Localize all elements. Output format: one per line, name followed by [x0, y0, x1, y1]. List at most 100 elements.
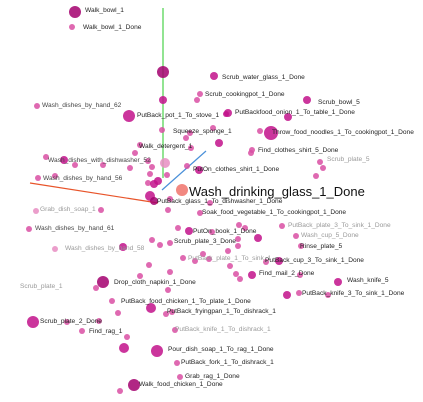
data-point[interactable]: [33, 208, 39, 214]
data-point[interactable]: [284, 113, 292, 121]
data-point[interactable]: [167, 240, 173, 246]
data-point[interactable]: [52, 173, 58, 179]
data-point[interactable]: [96, 318, 102, 324]
data-point[interactable]: [195, 166, 203, 174]
data-point[interactable]: [235, 236, 241, 242]
data-point[interactable]: [127, 165, 133, 171]
data-point[interactable]: [137, 142, 143, 148]
data-point[interactable]: [187, 130, 193, 136]
data-point[interactable]: [235, 243, 241, 249]
data-point[interactable]: [119, 243, 127, 251]
data-point[interactable]: [109, 298, 115, 304]
data-point[interactable]: [184, 163, 190, 169]
data-point[interactable]: [149, 164, 155, 170]
data-point[interactable]: [60, 156, 68, 164]
data-point[interactable]: [172, 327, 178, 333]
data-point[interactable]: [52, 246, 58, 252]
data-point[interactable]: [163, 311, 169, 317]
data-point[interactable]: [159, 127, 165, 133]
data-point[interactable]: [194, 97, 200, 103]
data-point[interactable]: [183, 135, 189, 141]
data-point[interactable]: [100, 162, 106, 168]
data-point[interactable]: [227, 263, 233, 269]
data-point[interactable]: [124, 334, 130, 340]
data-point[interactable]: [132, 150, 138, 156]
data-point[interactable]: [150, 197, 158, 205]
data-point[interactable]: [43, 154, 49, 160]
data-point[interactable]: [154, 177, 162, 185]
data-point[interactable]: [207, 200, 213, 206]
data-point[interactable]: [293, 233, 299, 239]
data-point[interactable]: [69, 24, 75, 30]
data-point[interactable]: [159, 96, 167, 104]
data-point[interactable]: [192, 258, 198, 264]
data-point[interactable]: [210, 72, 218, 80]
data-point[interactable]: [296, 290, 302, 296]
data-point[interactable]: [257, 128, 263, 134]
data-point[interactable]: [35, 175, 41, 181]
data-point[interactable]: [264, 126, 278, 140]
data-point[interactable]: [334, 278, 342, 286]
data-point[interactable]: [115, 310, 121, 316]
data-point[interactable]: [248, 150, 254, 156]
data-point[interactable]: [175, 225, 181, 231]
data-point[interactable]: [174, 360, 180, 366]
data-point[interactable]: [325, 292, 331, 298]
data-point[interactable]: [165, 207, 171, 213]
data-point[interactable]: [209, 229, 215, 235]
data-point[interactable]: [317, 159, 323, 165]
data-point[interactable]: [185, 227, 193, 235]
data-point[interactable]: [123, 110, 135, 122]
data-point[interactable]: [197, 91, 203, 97]
data-point[interactable]: [225, 248, 231, 254]
data-point[interactable]: [254, 234, 262, 242]
data-point[interactable]: [215, 139, 223, 147]
data-point[interactable]: [34, 103, 40, 109]
data-point[interactable]: [188, 145, 194, 151]
data-point[interactable]: [137, 273, 143, 279]
data-point[interactable]: [119, 343, 129, 353]
data-point[interactable]: [164, 172, 170, 178]
data-point[interactable]: [98, 207, 104, 213]
data-point[interactable]: [72, 162, 78, 168]
data-point[interactable]: [27, 316, 39, 328]
data-point[interactable]: [64, 319, 70, 325]
data-point[interactable]: [176, 184, 188, 196]
data-point[interactable]: [320, 165, 326, 171]
data-point[interactable]: [117, 388, 123, 394]
data-point[interactable]: [206, 256, 212, 262]
data-point[interactable]: [275, 257, 283, 265]
data-point[interactable]: [303, 96, 311, 104]
data-point[interactable]: [233, 271, 239, 277]
data-point[interactable]: [167, 269, 173, 275]
data-point[interactable]: [69, 6, 81, 18]
data-point[interactable]: [157, 66, 169, 78]
data-point[interactable]: [197, 210, 203, 216]
data-point[interactable]: [297, 272, 303, 278]
data-point[interactable]: [180, 255, 186, 261]
data-point[interactable]: [223, 111, 229, 117]
data-point[interactable]: [242, 225, 248, 231]
data-point[interactable]: [177, 374, 183, 380]
data-point[interactable]: [97, 276, 109, 288]
data-point[interactable]: [145, 158, 151, 164]
data-point[interactable]: [160, 158, 170, 168]
data-point[interactable]: [279, 223, 285, 229]
data-point[interactable]: [146, 303, 156, 313]
data-point[interactable]: [165, 287, 171, 293]
data-point[interactable]: [313, 173, 319, 179]
data-point[interactable]: [147, 171, 153, 177]
data-point[interactable]: [26, 226, 32, 232]
data-point[interactable]: [145, 180, 151, 186]
data-point[interactable]: [169, 309, 175, 315]
data-point[interactable]: [93, 285, 99, 291]
data-point[interactable]: [146, 262, 152, 268]
data-point[interactable]: [298, 243, 304, 249]
data-point[interactable]: [283, 291, 291, 299]
data-point[interactable]: [151, 345, 163, 357]
data-point[interactable]: [200, 251, 206, 257]
data-point[interactable]: [128, 379, 140, 391]
data-point[interactable]: [248, 271, 256, 279]
data-point[interactable]: [263, 259, 269, 265]
data-point[interactable]: [237, 276, 243, 282]
